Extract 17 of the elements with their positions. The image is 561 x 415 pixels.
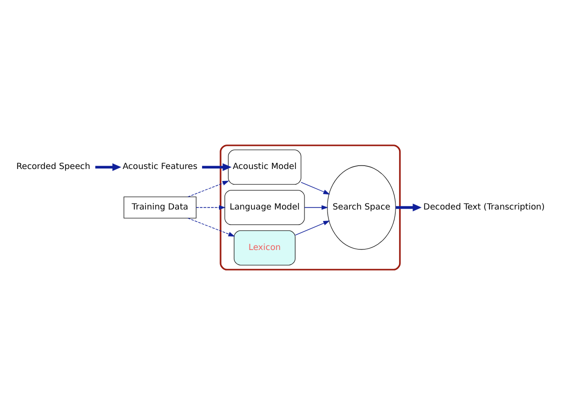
arrow (294, 220, 330, 236)
node-box: Acoustic Model (228, 150, 302, 185)
arrow (188, 218, 235, 236)
node-box: Language Model (224, 190, 305, 226)
arrow (304, 205, 328, 210)
node-ellipse: Search Space (327, 165, 396, 250)
arrow (396, 204, 422, 212)
arrow (188, 180, 230, 198)
node-text: Recorded Speech (16, 162, 90, 172)
node-text: Acoustic Features (122, 162, 198, 172)
arrow (196, 205, 226, 210)
arrow (95, 163, 122, 172)
arrow (300, 182, 330, 194)
node-box: Training Data (124, 196, 196, 218)
arrow (202, 163, 232, 172)
node-text: Decoded Text (Transcription) (423, 202, 545, 213)
node-box: Lexicon (234, 230, 296, 266)
